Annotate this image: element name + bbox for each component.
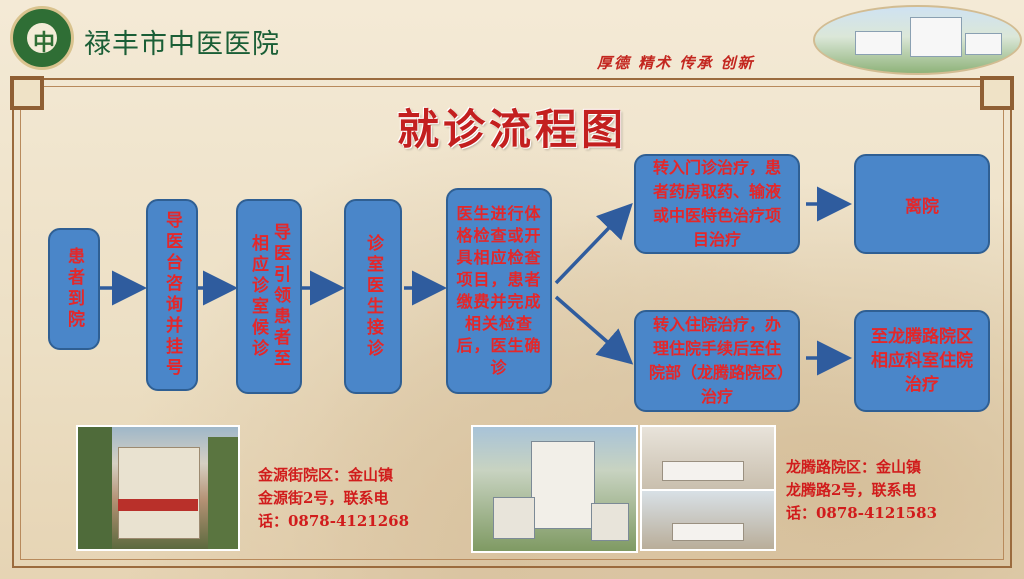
step-outpatient-treatment: 转入门诊治疗，患者药房取药、输液或中医特色治疗项目治疗 [634, 154, 800, 254]
address-line: 龙腾路院区：金山镇 [786, 458, 922, 476]
step-examination: 医生进行体格检查或开具相应检查项目，患者缴费并完成相关检查后，医生确诊 [446, 188, 552, 394]
jinyuanjie-campus-address: 金源街院区：金山镇 金源街2号，联系电 话：0878-4121268 [258, 464, 409, 533]
hospital-name: 禄丰市中医医院 [84, 29, 280, 59]
step-doctor-reception: 诊室医生接诊 [344, 199, 402, 394]
longtenglu-campus-aerial-photo [471, 425, 638, 553]
motto: 厚德 精术 传承 创新 [597, 54, 755, 72]
step-inpatient-department: 至龙腾路院区相应科室住院治疗 [854, 310, 990, 412]
frame-corner [10, 76, 44, 110]
step-patient-arrival: 患者到院 [48, 228, 100, 350]
address-line: 金源街院区：金山镇 [258, 466, 394, 484]
step-guide-to-clinic-label: 导医引领患者至相应诊室候诊 [248, 223, 290, 370]
longtenglu-ward-photo [640, 425, 776, 551]
step-inpatient-treatment: 转入住院治疗，办理住院手续后至住院部（龙腾路院区）治疗 [634, 310, 800, 412]
step-inpatient-department-label: 至龙腾路院区相应科室住院治疗 [871, 327, 973, 395]
address-line: 话：0878-4121583 [786, 504, 938, 522]
address-line: 金源街2号，联系电 [258, 489, 389, 507]
step-registration-label: 导医台咨询并挂号 [162, 211, 182, 379]
address-line: 话：0878-4121268 [258, 512, 410, 530]
frame-corner [980, 76, 1014, 110]
page-title: 就诊流程图 [396, 105, 627, 154]
step-outpatient-treatment-label: 转入门诊治疗，患者药房取药、输液或中医特色治疗项目治疗 [652, 158, 781, 249]
arrow-5 [554, 202, 633, 285]
step-patient-arrival-label: 患者到院 [64, 247, 84, 331]
jinyuanjie-campus-photo [76, 425, 240, 551]
address-line: 龙腾路2号，联系电 [786, 481, 917, 499]
header: 中 禄丰市中医医院 厚德 精术 传承 创新 [0, 0, 1024, 75]
step-inpatient-treatment-label: 转入住院治疗，办理住院手续后至住院部（龙腾路院区）治疗 [648, 315, 785, 406]
longtenglu-campus-address: 龙腾路院区：金山镇 龙腾路2号，联系电 话：0878-4121583 [786, 456, 937, 525]
decorative-frame [12, 78, 1012, 568]
step-registration: 导医台咨询并挂号 [146, 199, 198, 391]
step-examination-label: 医生进行体格检查或开具相应检查项目，患者缴费并完成相关检查后，医生确诊 [456, 204, 542, 377]
arrow-6 [554, 295, 634, 365]
step-discharge: 离院 [854, 154, 990, 254]
step-discharge-label: 离院 [905, 196, 939, 217]
hospital-logo: 中 [10, 6, 74, 70]
hospital-building-photo [813, 5, 1022, 75]
step-doctor-reception-label: 诊室医生接诊 [363, 233, 383, 360]
step-guide-to-clinic: 导医引领患者至相应诊室候诊 [236, 199, 302, 394]
logo-mark: 中 [33, 30, 56, 56]
